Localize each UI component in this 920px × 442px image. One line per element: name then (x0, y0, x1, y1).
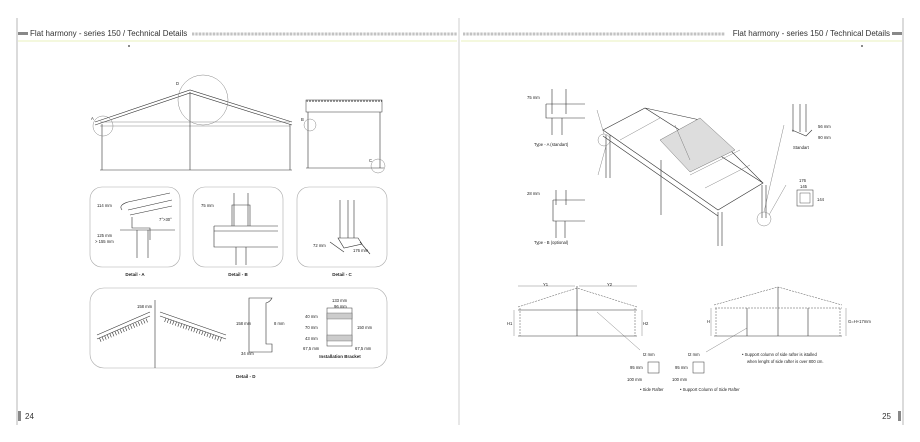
label-g: G=H+17mm (848, 319, 871, 324)
dim-40: 40 mm (305, 314, 318, 319)
base-plate-detail: 176 145 144 (796, 178, 825, 207)
dim-133: 133 mm (332, 298, 348, 303)
dim-67-right: 67,5 mm (355, 346, 372, 351)
dim-profile-height: 158 mm (236, 321, 252, 326)
dim-t2-1: t2 mm (643, 352, 655, 357)
header-title-left: Flat harmony - series 150 / Technical De… (30, 29, 187, 38)
dim-90: 90 mm (818, 135, 831, 140)
foot-caption: Standart (793, 145, 810, 150)
header-left: Flat harmony - series 150 / Technical De… (18, 29, 457, 47)
foot-detail: 56 mm 90 mm Standart (791, 104, 831, 150)
header-tab (18, 32, 28, 35)
side-elevation-drawing: B C (301, 99, 386, 174)
dim-100-2: 100 mm (672, 377, 688, 382)
detail-c-caption: Detail - C (332, 272, 352, 277)
header-title-right: Flat harmony - series 150 / Technical De… (733, 29, 890, 38)
type-b-caption: Type - B (optional) (534, 240, 569, 245)
dim-43: 43 mm (305, 336, 318, 341)
dim-type-b: 28 mm (527, 191, 540, 196)
detail-b-caption: Detail - B (228, 272, 248, 277)
elevation-side-rafter: Y1 Y2 H1 H2 (507, 282, 649, 351)
elevation-support-column: H G=H+17mm (705, 286, 871, 353)
label-y1: Y1 (543, 282, 549, 287)
detail-a: 114 mm 7°>30° 125 mm > 155 mm Detail - A (89, 186, 181, 277)
label-h: H (707, 319, 710, 324)
type-a-caption: Type - A (standart) (534, 142, 569, 147)
dim-t2-2: t2 mm (688, 352, 700, 357)
header-tab (892, 32, 902, 35)
section-side-rafter: t2 mm 95 mm 100 mm • Side Rafter (627, 352, 664, 392)
callout-d: D (176, 81, 179, 86)
label-h1: H1 (507, 321, 513, 326)
dim-72: 72 mm (313, 243, 326, 248)
label-y2: Y2 (607, 282, 613, 287)
dim-155: > 155 mm (95, 239, 114, 244)
side-rafter-caption: • Side Rafter (640, 387, 664, 392)
dim-type-a: 75 mm (527, 95, 540, 100)
support-column-caption: • Support Column of Side Rafter (680, 387, 740, 392)
dim-125: 125 mm (97, 233, 113, 238)
dim-176-base: 176 (799, 178, 807, 183)
dim-100-1: 100 mm (627, 377, 643, 382)
dim-profile-width: 34 mm (241, 351, 254, 356)
marker-dot (128, 45, 130, 47)
dim-95-2: 95 mm (675, 365, 688, 370)
type-a-detail: 75 mm Type - A (standart) (527, 89, 585, 147)
dim-176: 176 mm (353, 248, 369, 253)
dim-angle: 7°>30° (159, 217, 172, 222)
detail-b: 75 mm Detail - B (192, 186, 284, 277)
detail-d-caption: Detail - D (236, 374, 256, 379)
dim-75: 75 mm (201, 203, 214, 208)
detail-d: 158 mm 158 mm 8 mm 34 mm 133 mm 96 mm 40… (89, 287, 388, 379)
front-elevation-drawing: A D (91, 74, 293, 171)
isometric-drawing (596, 107, 787, 246)
callout-b: B (301, 117, 304, 122)
dim-56: 56 mm (818, 124, 831, 129)
dim-145: 145 (800, 184, 808, 189)
dim-158-rafter: 158 mm (137, 304, 153, 309)
note-line-2: when lenght of side rafter is over 800 c… (747, 359, 824, 364)
dim-70: 70 mm (305, 325, 318, 330)
page-number-left: 24 (25, 412, 34, 421)
note-line-1: • Support column of side rafter is istal… (742, 352, 817, 357)
header-right: Flat harmony - series 150 / Technical De… (461, 29, 902, 47)
detail-c: 72 mm 176 mm Detail - C (296, 186, 388, 277)
label-h2: H2 (643, 321, 649, 326)
page-tab-right (898, 411, 901, 421)
dim-96: 96 mm (334, 304, 347, 309)
marker-dot (861, 45, 863, 47)
dim-150: 150 mm (357, 325, 373, 330)
dim-67-left: 67,5 mm (303, 346, 320, 351)
detail-a-caption: Detail - A (125, 272, 145, 277)
callout-a: A (91, 116, 94, 121)
dim-profile-thickness: 8 mm (274, 321, 285, 326)
dim-144: 144 (817, 197, 825, 202)
bracket-caption: Installation Bracket (319, 354, 361, 359)
dim-114: 114 mm (97, 203, 112, 208)
dim-95-1: 95 mm (630, 365, 643, 370)
page-number-right: 25 (882, 412, 891, 421)
page-tab-left (18, 411, 21, 421)
section-support-column: t2 mm 95 mm 100 mm • Support Column of S… (672, 352, 740, 392)
callout-c: C (369, 158, 372, 163)
type-b-detail: 28 mm Type - B (optional) (527, 190, 585, 245)
